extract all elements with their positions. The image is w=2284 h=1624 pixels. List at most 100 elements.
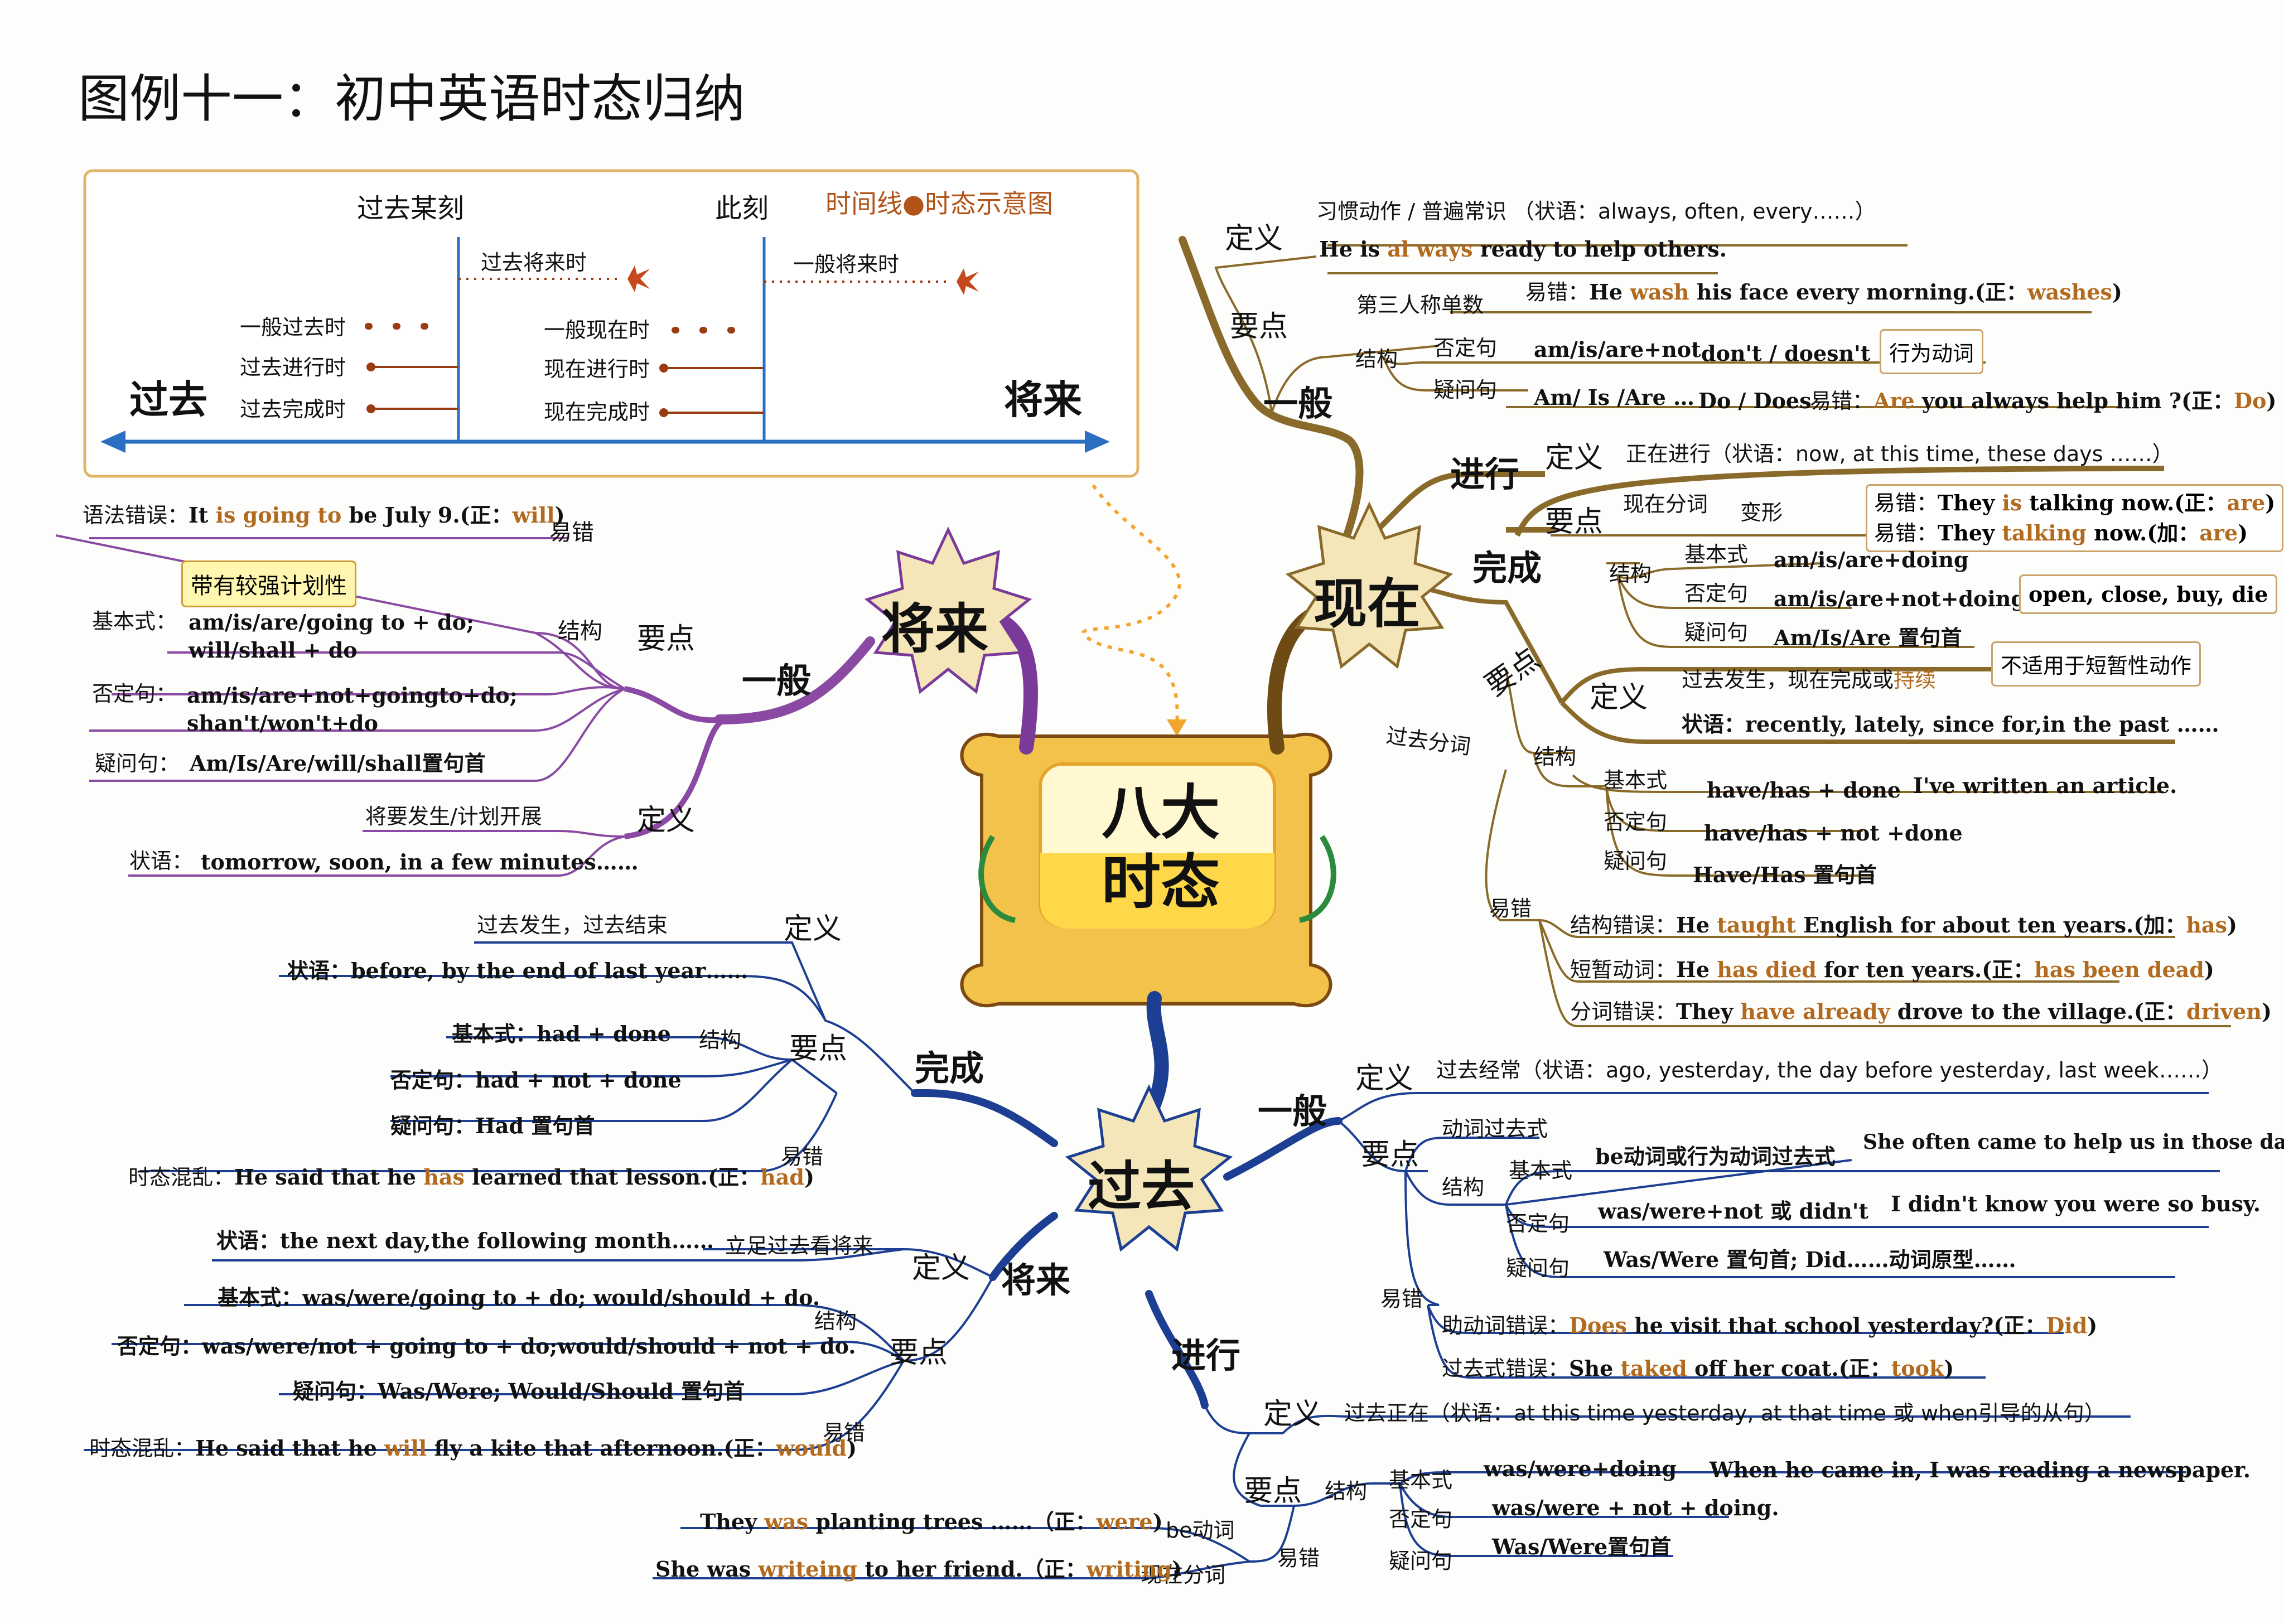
past-gen-error-1: 助动词错误：Does he visit that school yesterda… <box>1442 1315 2097 1336</box>
present-q-form: Am/ Is /Are … <box>1534 387 1694 408</box>
present-third-example: 易错：He wash his face every morning.(正：was… <box>1525 282 2122 303</box>
past-prog-def-label: 定义 <box>1263 1400 1321 1429</box>
past-gen-mistakes: 易错 <box>1380 1288 1423 1309</box>
present-general: 一般 <box>1263 386 1332 421</box>
timeline-simple-future: 一般将来时 <box>793 254 899 275</box>
timeline-past-label: 过去 <box>129 380 207 419</box>
past-prog-basic-example: When he came in, I was reading a newspap… <box>1710 1459 2251 1481</box>
future-grammar-error: 语法错误：It is going to be July 9.(正：will) <box>83 505 565 526</box>
timeline-present-perfect: 现在完成时 <box>544 402 650 423</box>
present-prog-basic-form: am/is/are+doing <box>1774 549 1969 571</box>
past-gen-keypoints: 要点 <box>1361 1140 1419 1169</box>
past-gen-def: 过去经常（状语：ago, yesterday, the day before y… <box>1436 1060 2223 1081</box>
present-neg-form2: don't / doesn't <box>1701 343 1870 364</box>
present-perf-error-1: 结构错误：He taught English for about ten yea… <box>1570 915 2237 936</box>
timeline-past-progressive: 过去进行时 <box>240 357 346 378</box>
past-fut-neg: 否定句：was/were/not + going to + do;would/s… <box>117 1336 856 1357</box>
present-perf-q-form: Have/Has 置句首 <box>1693 864 1877 886</box>
present-progressive: 进行 <box>1450 457 1519 492</box>
past-fut-def-label: 定义 <box>912 1254 970 1283</box>
future-basic-label: 基本式： <box>92 611 177 632</box>
present-perfect: 完成 <box>1472 551 1542 586</box>
past-perf-q: 疑问句：Had 置句首 <box>390 1115 595 1137</box>
present-prog-keypoints: 要点 <box>1545 508 1603 536</box>
present-structure: 结构 <box>1355 349 1398 370</box>
present-perf-basic: 基本式 <box>1604 770 1667 791</box>
past-general: 一般 <box>1258 1094 1327 1129</box>
present-perf-q: 疑问句 <box>1604 850 1667 872</box>
present-prog-neg: 否定句 <box>1684 583 1748 604</box>
center-line1: 八大 <box>1102 784 1220 843</box>
past-fut-keypoints: 要点 <box>890 1338 948 1367</box>
past-prog-basic-form: was/were+doing <box>1484 1458 1677 1480</box>
past-future: 将来 <box>1001 1263 1070 1298</box>
timeline-present-progressive: 现在进行时 <box>544 359 650 380</box>
past-prog-neg-form: was/were + not + doing. <box>1492 1497 1779 1519</box>
present-perf-def: 过去发生，现在完成或持续 <box>1682 669 1936 690</box>
timeline-past-future: 过去将来时 <box>481 252 587 273</box>
past-prog-structure: 结构 <box>1325 1481 1367 1502</box>
past-gen-neg-example: I didn't know you were so busy. <box>1891 1193 2261 1215</box>
present-not-applicable-box: 不适用于短暂性动作 <box>1991 641 2201 687</box>
future-definition: 定义 <box>637 806 695 835</box>
present-q-form2: Do / Does <box>1698 390 1812 412</box>
past-gen-basic-example: She often came to help us in those days. <box>1863 1132 2284 1152</box>
present-prog-basic: 基本式 <box>1684 544 1748 565</box>
future-adv-1: tomorrow, soon, in a few minutes…… <box>201 852 639 873</box>
past-gen-basic: 基本式 <box>1509 1160 1572 1181</box>
present-keypoints: 要点 <box>1230 312 1288 341</box>
present-perf-adv: 状语：recently, lately, since for,in the pa… <box>1682 714 2219 735</box>
present-q: 疑问句 <box>1433 379 1497 400</box>
past-prog-error-2: She was writeing to her friend.（正：writin… <box>655 1559 1182 1580</box>
past-prog-keypoints: 要点 <box>1244 1477 1302 1506</box>
timeline-legend: 时间线●时态示意图 <box>825 191 1053 216</box>
future-adv-label: 状语： <box>129 850 193 872</box>
past-perf-error: 时态混乱：He said that he has learned that le… <box>128 1167 814 1188</box>
present-change: 变形 <box>1740 502 1783 523</box>
future-star-label: 将来 <box>881 586 988 663</box>
present-prog-def: 正在进行（状语：now, at this time, these days ……… <box>1626 443 2174 465</box>
past-perfect: 完成 <box>915 1051 984 1086</box>
past-prog-neg: 否定句 <box>1389 1509 1452 1530</box>
future-neg-label: 否定句： <box>92 683 177 704</box>
present-habit: 习惯动作 / 普遍常识 （状语：always, often, every……） <box>1316 201 1876 222</box>
past-star-label: 过去 <box>1088 1143 1195 1221</box>
present-action-verb-box: 行为动词 <box>1880 329 1983 374</box>
past-perf-basic: 基本式：had + done <box>452 1023 671 1045</box>
past-perf-keypoints: 要点 <box>789 1035 847 1064</box>
future-q-1: Am/Is/Are/will/shall置句首 <box>190 753 486 774</box>
center-dotted-arrow <box>1083 485 1180 725</box>
present-perf-error-3: 分词错误：They have already drove to the vill… <box>1570 1001 2272 1022</box>
past-prog-def: 过去正在（状语：at this time yesterday, at that … <box>1344 1403 2106 1424</box>
present-neg: 否定句 <box>1433 337 1497 359</box>
future-q-label: 疑问句： <box>95 753 180 774</box>
past-perf-structure: 结构 <box>699 1030 741 1051</box>
present-participle: 现在分词 <box>1623 494 1708 515</box>
past-gen-neg-form: was/were+not 或 didn't <box>1598 1201 1868 1222</box>
past-prog-basic: 基本式 <box>1389 1470 1452 1491</box>
past-perf-adv: 状语：before, by the end of last year…… <box>287 960 748 982</box>
future-neg-2: shan't/won't+do <box>187 713 378 734</box>
timeline-simple-present: 一般现在时 <box>544 320 650 341</box>
present-perf-error-2: 短暂动词：He has died for ten years.(正：has be… <box>1570 959 2214 980</box>
timeline-simple-past: 一般过去时 <box>240 317 346 338</box>
present-prog-q: 疑问句 <box>1684 622 1748 643</box>
past-gen-basic-form: be动词或行为动词过去式 <box>1595 1146 1836 1167</box>
past-gen-neg: 否定句 <box>1506 1213 1570 1234</box>
present-habit-example: He is al ways ready to help others. <box>1319 239 1727 260</box>
page-title: 图例十一：初中英语时态归纳 <box>78 74 745 125</box>
present-prog-structure: 结构 <box>1609 563 1652 584</box>
present-q-mistake: 易错：Are you always help him ?(正：Do) <box>1810 390 2276 412</box>
past-prog-q-form: Was/Were置句首 <box>1492 1536 1671 1558</box>
past-progressive: 进行 <box>1171 1338 1240 1373</box>
past-gen-verb-past: 动词过去式 <box>1442 1118 1548 1139</box>
past-prog-be: be动词 <box>1166 1520 1235 1541</box>
past-fut-structure: 结构 <box>814 1311 857 1332</box>
future-neg-1: am/is/are+not+goingto+do; <box>187 685 518 706</box>
timeline-past-moment: 过去某刻 <box>357 195 464 222</box>
present-definition: 定义 <box>1225 224 1283 253</box>
present-perf-mistakes: 易错 <box>1489 898 1532 919</box>
future-structure: 结构 <box>558 620 602 642</box>
future-general: 一般 <box>742 664 811 698</box>
